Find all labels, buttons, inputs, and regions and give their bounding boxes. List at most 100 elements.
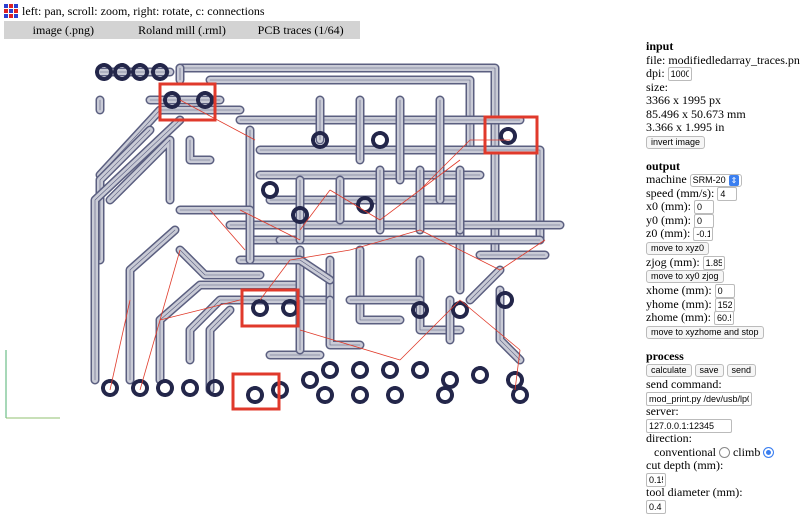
connection-line — [349, 229, 421, 251]
dpi-input[interactable] — [667, 67, 692, 82]
trace-centerline — [469, 269, 501, 301]
pad-toolpath — [411, 361, 429, 379]
dpi-label: dpi: — [646, 66, 665, 80]
pad-toolpath — [496, 291, 514, 309]
pad-toolpath — [321, 361, 339, 379]
highlight-box — [240, 288, 300, 328]
trace-centerline — [259, 149, 541, 241]
connection-line — [209, 209, 246, 251]
menu-image-png[interactable]: image (.png) — [32, 23, 94, 37]
chevron-updown-icon: ⇕ — [728, 174, 740, 186]
speed-input[interactable] — [717, 186, 738, 201]
trace-centerline — [239, 259, 331, 281]
connection-line — [459, 299, 521, 351]
output-heading: output — [646, 158, 681, 173]
menu-pcb-traces[interactable]: PCB traces (1/64) — [257, 23, 344, 37]
trace-centerline — [189, 299, 331, 361]
zhome-label: zhome (mm): — [646, 310, 711, 324]
connection-line — [419, 229, 501, 271]
climb-radio[interactable] — [763, 447, 775, 459]
trace-fill — [127, 227, 178, 383]
pad-toolpath — [356, 196, 374, 214]
move-xyzhome-button[interactable]: move to xyzhome and stop — [646, 325, 764, 339]
trace-centerline — [129, 229, 176, 381]
speed-label: speed (mm/s): — [646, 185, 715, 200]
pad-toolpath — [113, 63, 131, 81]
invert-image-button[interactable]: invert image — [646, 135, 706, 149]
trace-centerline — [359, 249, 401, 321]
zhome-input[interactable] — [713, 311, 734, 326]
trace-centerline — [179, 67, 496, 251]
pad-toolpath — [411, 301, 429, 319]
calculate-button[interactable]: calculate — [646, 364, 692, 377]
zjog-input[interactable] — [702, 255, 725, 270]
pad-toolpath — [471, 366, 489, 384]
highlight-box — [231, 372, 281, 411]
pad-toolpath — [251, 299, 269, 317]
connection-line — [499, 239, 546, 271]
pad-toolpath — [351, 386, 369, 404]
pad-toolpath — [441, 371, 459, 389]
move-xy0-zjog-button[interactable]: move to xy0 zjog — [646, 270, 724, 283]
trace-centerline — [189, 139, 211, 161]
pad-toolpath — [131, 379, 149, 397]
machine-select[interactable]: SRM-20⇕ — [689, 173, 743, 187]
cut-depth-label: cut depth (mm): — [646, 458, 724, 472]
tool-diameter-label: tool diameter (mm): — [646, 485, 743, 499]
pad-toolpath — [181, 379, 199, 397]
connection-line — [419, 139, 471, 191]
connection-line — [514, 349, 521, 391]
conventional-label: conventional — [654, 444, 716, 459]
trace-fill — [357, 247, 403, 323]
send-command-input[interactable] — [646, 391, 752, 406]
pad-toolpath — [371, 131, 389, 149]
highlight-box — [158, 82, 217, 122]
zjog-label: zjog (mm): — [646, 254, 700, 269]
y0-label: y0 (mm): — [646, 212, 691, 227]
trace-centerline — [179, 249, 261, 276]
pad-toolpath — [246, 386, 264, 404]
tool-diameter-input[interactable] — [646, 499, 666, 514]
input-heading: input — [646, 39, 674, 53]
size-mm: 85.496 x 50.673 mm — [646, 106, 746, 121]
save-button[interactable]: save — [694, 364, 724, 377]
connection-line — [239, 209, 301, 241]
connection-line — [289, 249, 351, 261]
grid-icon[interactable] — [4, 4, 18, 18]
highlight-box — [483, 115, 539, 155]
machine-value: SRM-20 — [692, 174, 726, 185]
toolpath-canvas[interactable] — [0, 40, 620, 488]
connection-line — [299, 329, 401, 361]
z0-input[interactable] — [693, 227, 714, 242]
trace-outline — [175, 205, 255, 265]
xhome-input[interactable] — [714, 284, 735, 299]
pad-toolpath — [381, 361, 399, 379]
trace-centerline — [209, 309, 231, 391]
pad-toolpath — [196, 91, 214, 109]
pad-toolpath — [351, 361, 369, 379]
pad-toolpath — [436, 386, 454, 404]
axis-indicator — [5, 350, 60, 419]
size-in: 3.366 x 1.995 in — [646, 120, 725, 134]
pad-toolpath — [291, 206, 309, 224]
conventional-radio[interactable] — [718, 447, 730, 459]
connection-line — [179, 99, 256, 141]
y0-input[interactable] — [694, 213, 714, 228]
direction-label: direction: — [646, 431, 692, 445]
pad-toolpath — [301, 371, 319, 389]
yhome-input[interactable] — [714, 297, 735, 312]
trace-centerline — [99, 129, 151, 261]
server-input[interactable] — [646, 418, 732, 433]
pad-toolpath — [101, 379, 119, 397]
connection-line — [259, 259, 291, 301]
connection-line — [299, 189, 331, 231]
trace-centerline — [109, 139, 171, 201]
connection-line — [109, 299, 131, 391]
menu-roland-mill[interactable]: Roland mill (.rml) — [138, 23, 226, 37]
machine-label: machine — [646, 172, 687, 186]
send-button[interactable]: send — [726, 364, 757, 377]
x0-input[interactable] — [694, 200, 714, 215]
trace-centerline — [179, 209, 251, 261]
cut-depth-input[interactable] — [646, 472, 666, 487]
move-xyz0-button[interactable]: move to xyz0 — [646, 241, 710, 255]
